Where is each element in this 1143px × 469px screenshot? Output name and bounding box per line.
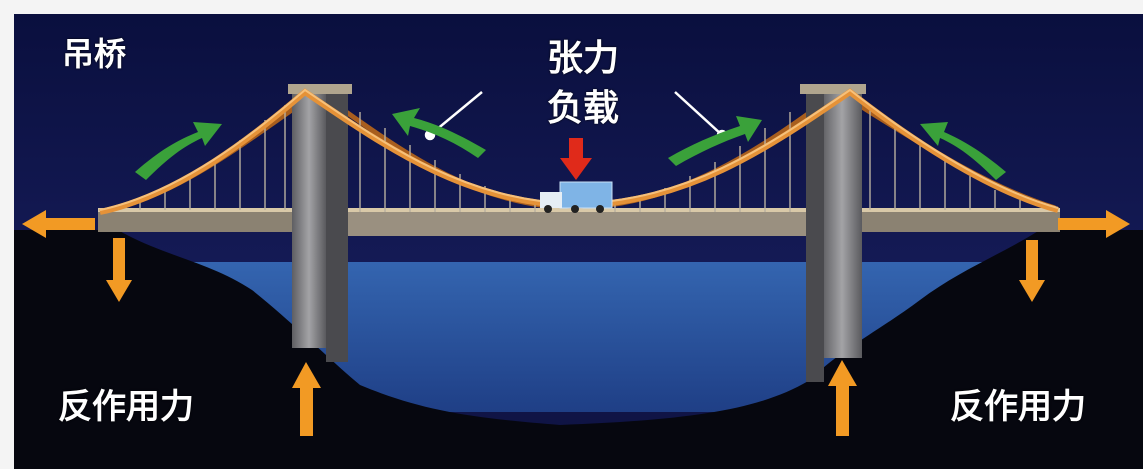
bridge-deck-right	[850, 210, 1060, 232]
reaction-straight-arrow-icons	[22, 210, 1130, 436]
deck-railing	[98, 208, 1060, 212]
tension-arrow-left-outer	[135, 122, 222, 180]
hanger-cables	[139, 105, 1021, 212]
tension-curved-arrow-icons	[135, 108, 1006, 180]
right-tower	[800, 84, 866, 382]
bridge-deck-left	[98, 210, 308, 232]
left-tower	[288, 84, 352, 362]
truck-load	[540, 181, 613, 213]
bridge-deck-main	[325, 212, 825, 236]
diagram-title: 吊桥	[62, 35, 127, 73]
left-edge-band	[0, 0, 14, 469]
tension-arrow-right-outer	[920, 122, 1006, 180]
tension-label: 张力	[547, 38, 620, 79]
left-cliff	[14, 230, 560, 469]
load-label: 负载	[547, 88, 620, 129]
reaction-label-right: 反作用力	[950, 387, 1086, 427]
reaction-label-left: 反作用力	[58, 387, 194, 427]
tension-arrow-right-inner	[668, 116, 762, 166]
load-down-arrow-icon	[560, 138, 592, 180]
tension-arrow-left-inner	[392, 108, 486, 158]
top-edge-band	[0, 0, 1143, 14]
